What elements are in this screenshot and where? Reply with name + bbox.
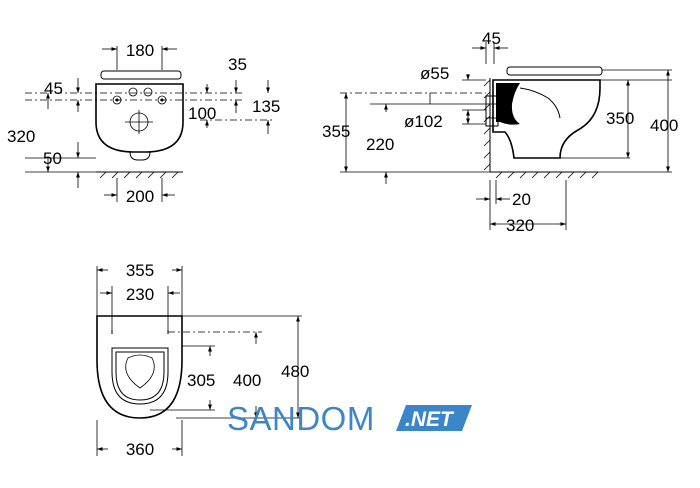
side-waste-path [496,83,520,125]
side-dim-355: 355 [322,122,350,141]
side-dim-dia55: ø55 [420,64,449,83]
side-dim-320: 320 [506,216,534,235]
side-dim-400: 400 [650,116,678,135]
side-dim-350: 350 [606,109,634,128]
top-dim-355: 355 [126,261,154,280]
side-dim-45: 45 [482,29,501,48]
side-dim-220: 220 [366,135,394,154]
front-dim-45: 45 [44,79,63,98]
top-bowl-outline [96,315,183,419]
front-dim-100: 100 [188,104,216,123]
top-dim-480: 480 [281,362,309,381]
top-dim-305: 305 [187,371,215,390]
front-dim-50: 50 [43,149,62,168]
side-view: 45 ø55 ø102 355 220 350 400 [322,29,678,235]
top-dim-360: 360 [126,440,154,459]
front-seat-lid [100,70,182,80]
top-bowl-inner [125,354,155,389]
watermark-brand: SANDOM [227,400,375,437]
watermark-suffix: .NET [405,408,455,431]
front-bowl-outline [95,83,184,153]
side-bowl-outline [492,79,601,159]
front-view: 180 45 35 100 135 320 50 200 [7,41,280,206]
front-dim-200: 200 [126,187,154,206]
front-fixing-holes [112,87,167,134]
front-dim-180: 180 [126,41,154,60]
side-seat-lid [506,66,603,76]
side-dim-dia102: ø102 [404,112,443,131]
watermark-logo: SANDOM .NET [227,400,472,437]
top-dim-400: 400 [233,371,261,390]
side-dim-20: 20 [512,190,531,209]
top-dim-230: 230 [126,285,154,304]
front-dim-320: 320 [7,127,35,146]
front-dim-135: 135 [252,97,280,116]
top-seat-opening [111,347,169,405]
top-view: 355 230 305 400 480 360 [96,261,309,459]
watermark-badge [396,405,472,431]
front-dim-35: 35 [228,55,247,74]
